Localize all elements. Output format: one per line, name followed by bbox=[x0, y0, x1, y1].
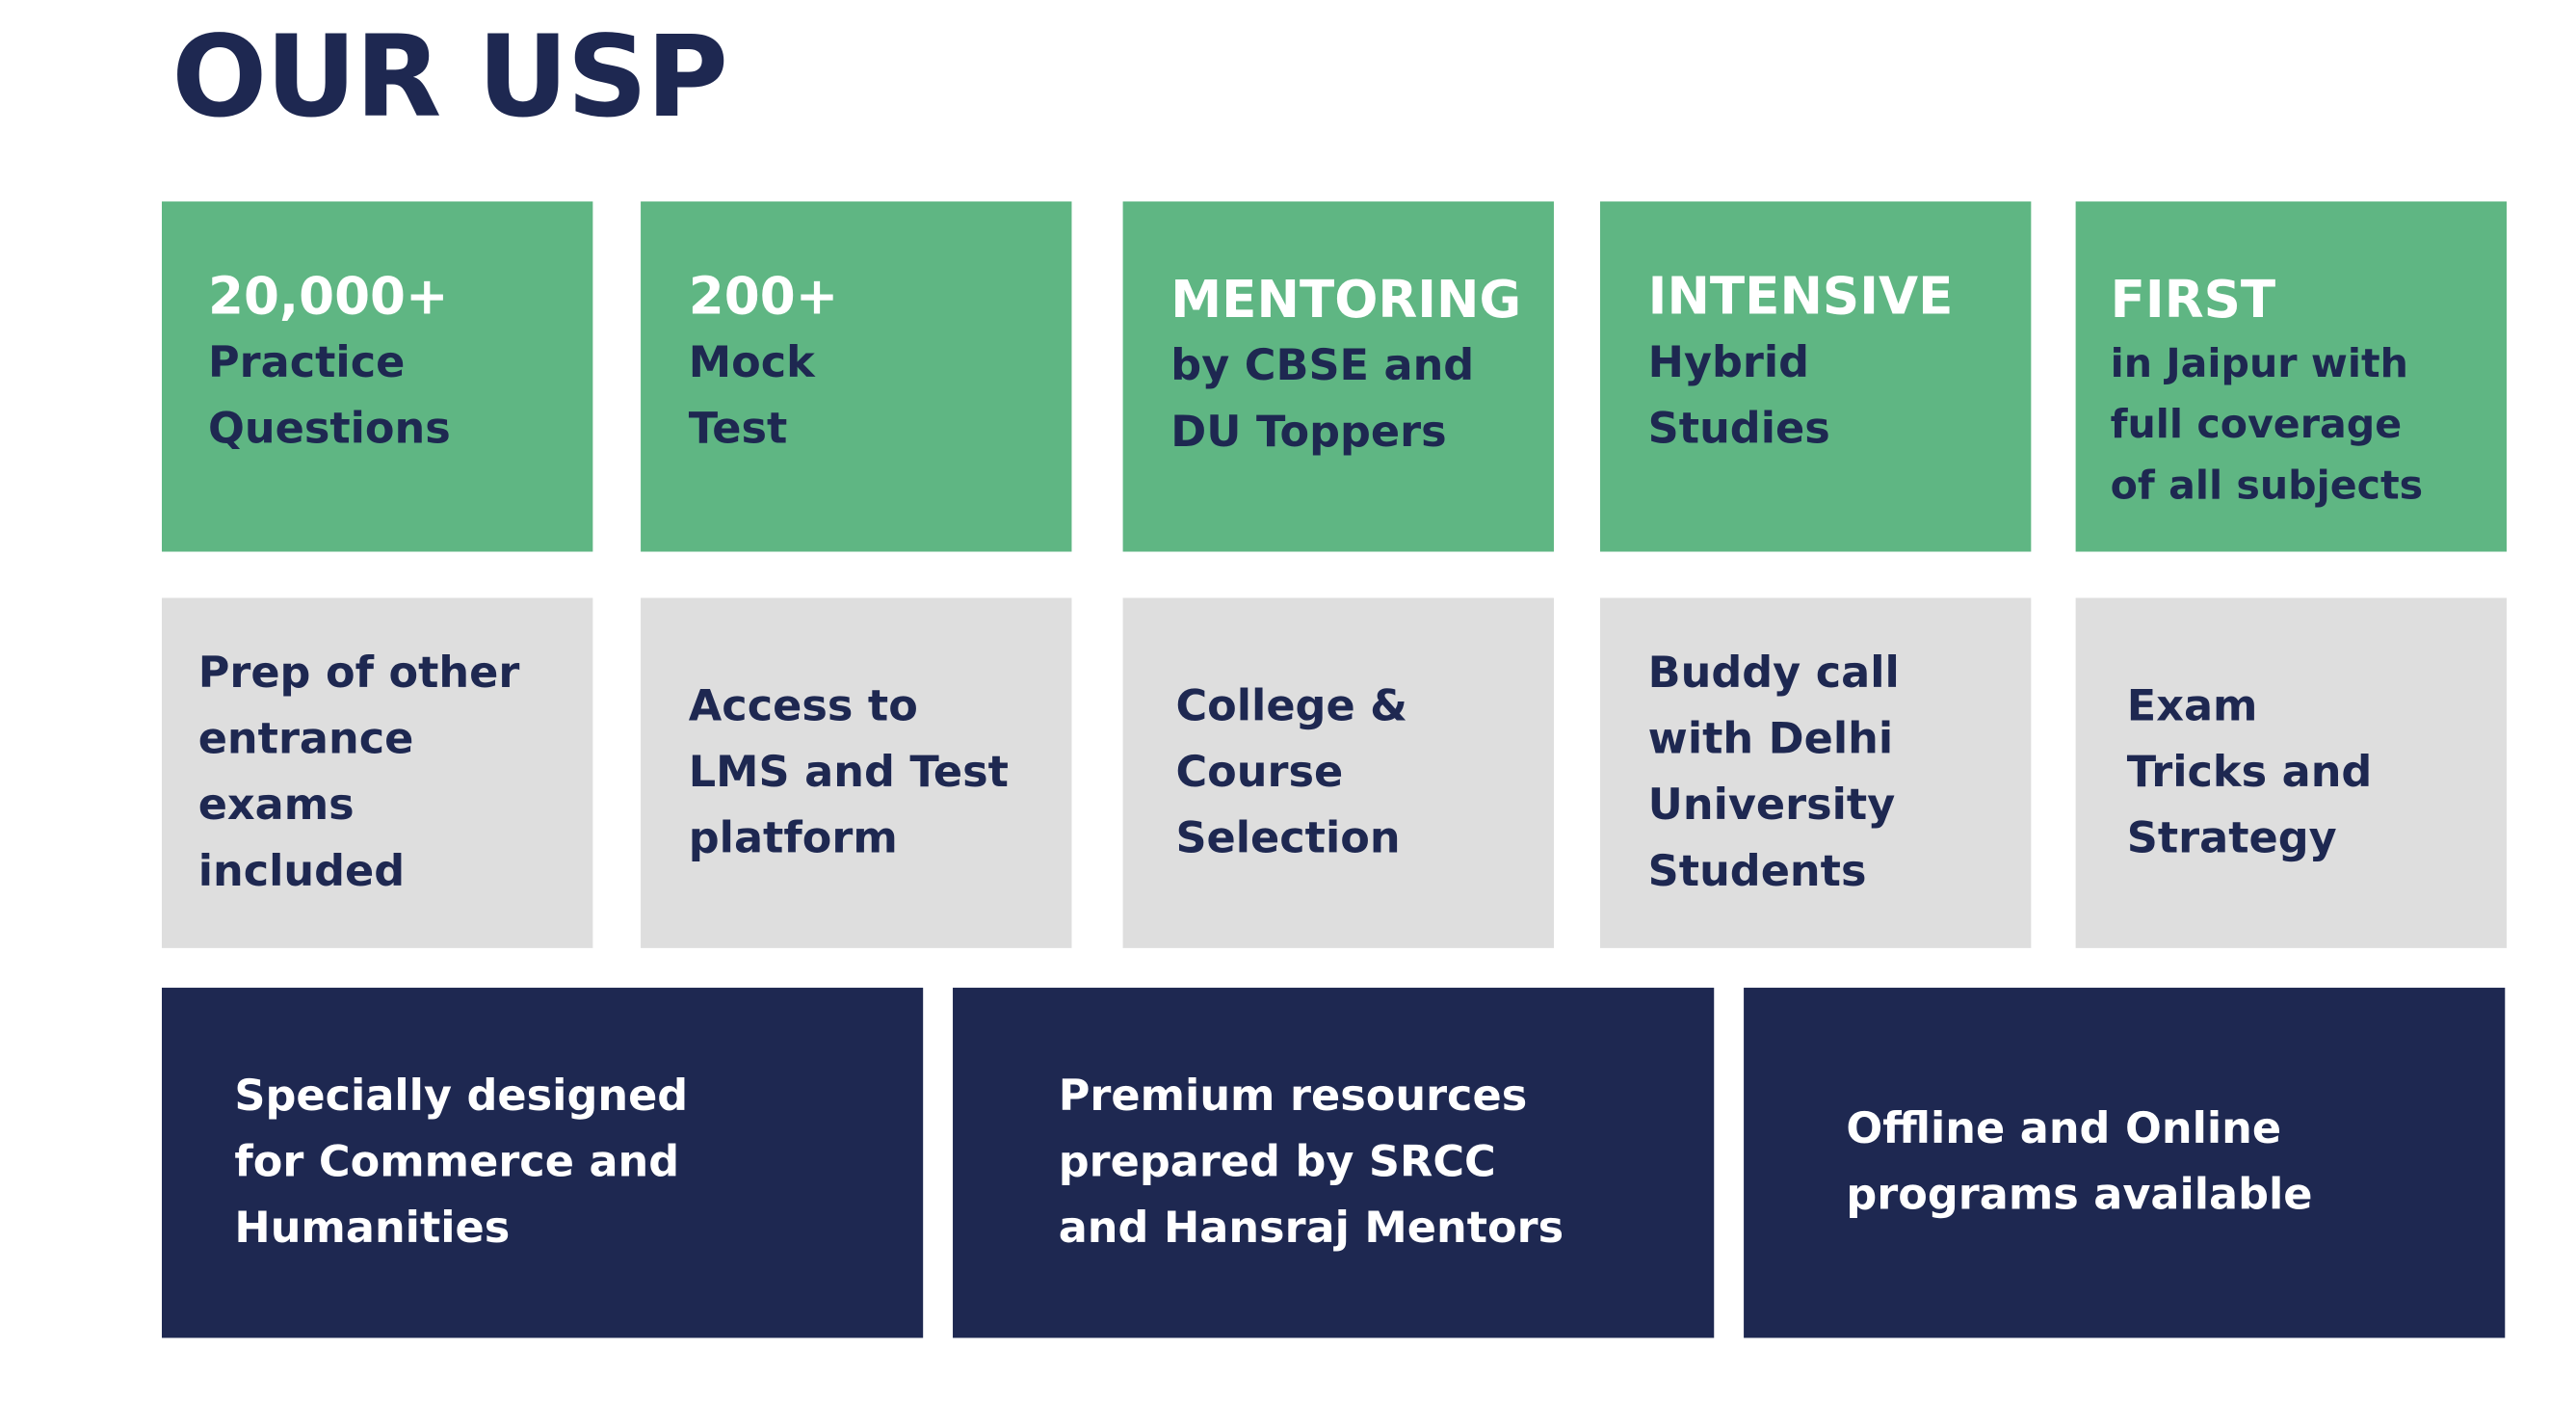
card-text: College & Course Selection bbox=[1175, 681, 1408, 864]
card-headline: 20,000+ bbox=[207, 267, 449, 328]
card-text: Hybrid Studies bbox=[1647, 338, 1830, 455]
banner-text: Specially designed for Commerce and Huma… bbox=[234, 1072, 689, 1255]
usp-banner-premium-resources: Premium resources prepared by SRCC and H… bbox=[953, 988, 1715, 1338]
card-text: Prep of other entrance exams included bbox=[197, 649, 520, 897]
usp-card-lms: Access to LMS and Test platform bbox=[641, 597, 1072, 948]
usp-banner-commerce-humanities: Specially designed for Commerce and Huma… bbox=[161, 988, 924, 1338]
card-text: in Jaipur with full coverage of all subj… bbox=[2110, 340, 2424, 509]
card-text: Access to LMS and Test platform bbox=[688, 681, 1009, 864]
usp-banner-offline-online: Offline and Online programs available bbox=[1744, 988, 2506, 1338]
usp-card-mock-test: 200+ Mock Test bbox=[641, 201, 1072, 552]
usp-card-buddy-call: Buddy call with Delhi University Student… bbox=[1599, 597, 2032, 948]
card-headline: 200+ bbox=[688, 267, 839, 328]
card-headline: MENTORING bbox=[1170, 271, 1522, 331]
card-headline: INTENSIVE bbox=[1647, 267, 1954, 328]
banner-text: Offline and Online programs available bbox=[1846, 1104, 2313, 1221]
usp-card-college-selection: College & Course Selection bbox=[1122, 597, 1554, 948]
card-text: Mock Test bbox=[688, 338, 815, 455]
banner-text: Premium resources prepared by SRCC and H… bbox=[1058, 1072, 1564, 1255]
card-headline: FIRST bbox=[2110, 271, 2276, 331]
usp-card-exam-tricks: Exam Tricks and Strategy bbox=[2075, 597, 2508, 948]
card-text: Practice Questions bbox=[207, 338, 451, 455]
usp-card-intensive: INTENSIVE Hybrid Studies bbox=[1599, 201, 2032, 552]
card-text: by CBSE and DU Toppers bbox=[1170, 341, 1475, 458]
usp-card-first: FIRST in Jaipur with full coverage of al… bbox=[2075, 201, 2508, 552]
card-text: Buddy call with Delhi University Student… bbox=[1647, 649, 1900, 897]
usp-card-practice-questions: 20,000+ Practice Questions bbox=[161, 201, 593, 552]
page-title: OUR USP bbox=[171, 13, 728, 145]
usp-card-mentoring: MENTORING by CBSE and DU Toppers bbox=[1122, 201, 1554, 552]
card-text: Exam Tricks and Strategy bbox=[2126, 681, 2373, 864]
usp-card-entrance-exams: Prep of other entrance exams included bbox=[161, 597, 593, 948]
